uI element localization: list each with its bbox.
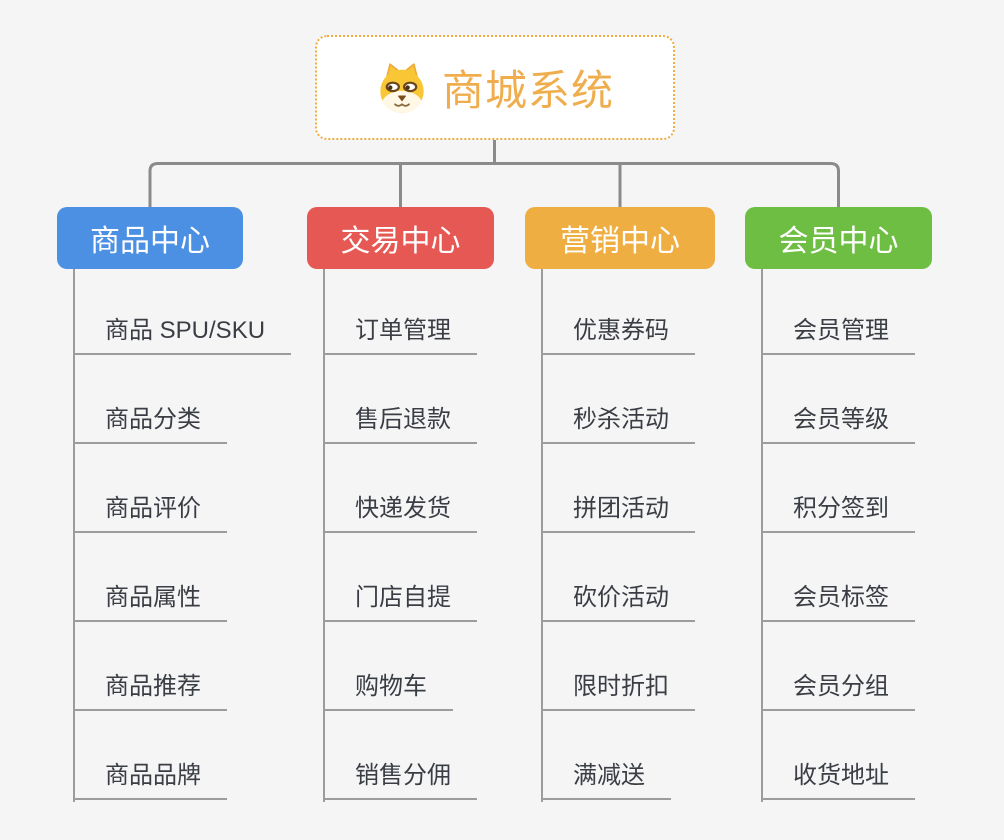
leaf-node[interactable]: 购物车 xyxy=(323,671,453,711)
branch-node-trade-center[interactable]: 交易中心 xyxy=(307,207,494,269)
branch-label: 会员中心 xyxy=(778,225,899,258)
root-node[interactable]: 商城系统 xyxy=(315,35,675,140)
leaf-node[interactable]: 会员分组 xyxy=(761,671,915,711)
leaf-node[interactable]: 商品属性 xyxy=(73,582,227,622)
leaf-node[interactable]: 收货地址 xyxy=(761,760,915,800)
leaf-node[interactable]: 快递发货 xyxy=(323,493,477,533)
leaf-node[interactable]: 会员等级 xyxy=(761,404,915,444)
connector-trunk xyxy=(541,269,543,802)
leaf-node[interactable]: 拼团活动 xyxy=(541,493,695,533)
leaf-node[interactable]: 积分签到 xyxy=(761,493,915,533)
branch-node-marketing-center[interactable]: 营销中心 xyxy=(525,207,715,269)
connector-trunk xyxy=(761,269,763,802)
leaf-node[interactable]: 售后退款 xyxy=(323,404,477,444)
root-node-title: 商城系统 xyxy=(441,67,614,114)
branch-label: 营销中心 xyxy=(560,225,680,258)
branch-label: 商品中心 xyxy=(90,225,210,258)
connector-trunk xyxy=(73,269,75,802)
branch-node-product-center[interactable]: 商品中心 xyxy=(57,207,243,269)
leaf-node[interactable]: 商品 SPU/SKU xyxy=(73,315,292,355)
leaf-node[interactable]: 秒杀活动 xyxy=(541,404,695,444)
leaf-node[interactable]: 订单管理 xyxy=(323,315,477,355)
branch-node-member-center[interactable]: 会员中心 xyxy=(745,207,932,269)
leaf-node[interactable]: 会员标签 xyxy=(761,582,915,622)
leaf-node[interactable]: 满减送 xyxy=(541,760,671,800)
leaf-node[interactable]: 会员管理 xyxy=(761,315,915,355)
leaf-node[interactable]: 限时折扣 xyxy=(541,671,695,711)
connector-trunk xyxy=(323,269,325,802)
leaf-node[interactable]: 商品品牌 xyxy=(73,760,227,800)
leaf-node[interactable]: 商品评价 xyxy=(73,493,227,533)
leaf-node[interactable]: 商品推荐 xyxy=(73,671,227,711)
branch-label: 交易中心 xyxy=(340,225,461,258)
dog-face-icon xyxy=(380,62,424,113)
leaf-node[interactable]: 商品分类 xyxy=(73,404,227,444)
leaf-node[interactable]: 砍价活动 xyxy=(541,582,695,622)
leaf-node[interactable]: 销售分佣 xyxy=(323,760,477,800)
leaf-node[interactable]: 优惠券码 xyxy=(541,315,695,355)
leaf-node[interactable]: 门店自提 xyxy=(323,582,477,622)
